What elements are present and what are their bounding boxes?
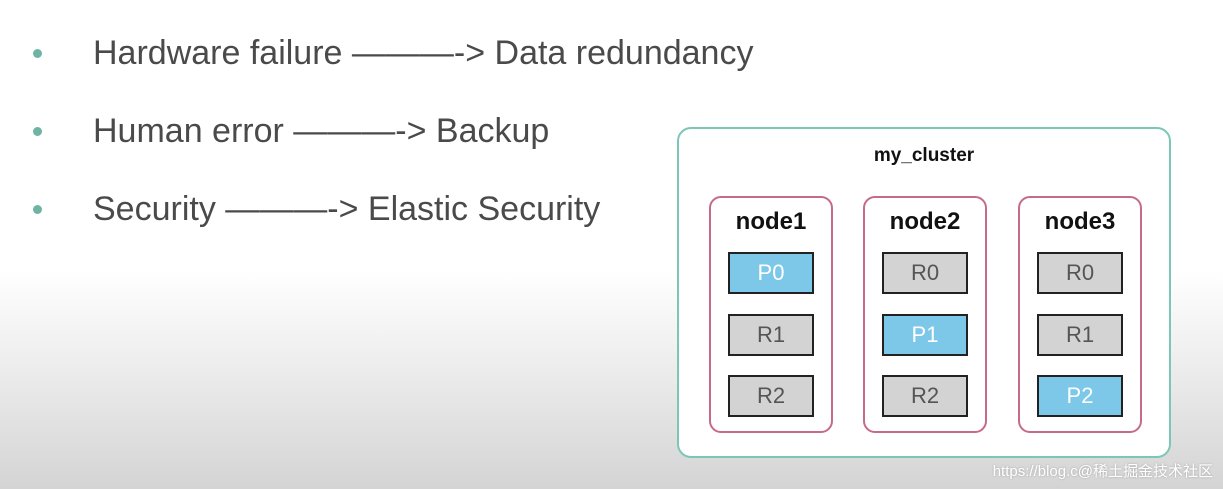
node-title: node2 — [889, 208, 961, 235]
bullet-text: Hardware failure ———-> Data redundancy — [93, 34, 754, 72]
watermark-text: https://blog.c@稀土掘金技术社区 — [992, 463, 1213, 480]
replica-shard: R2 — [728, 375, 814, 417]
bullet-dot-icon — [33, 205, 42, 214]
replica-shard: R2 — [882, 375, 968, 417]
replica-shard: R0 — [882, 252, 968, 294]
bullet-dot-icon — [33, 127, 42, 136]
primary-shard: P0 — [728, 252, 814, 294]
node-title: node3 — [1044, 208, 1116, 235]
bullet-dot-icon — [33, 49, 42, 58]
primary-shard: P1 — [882, 314, 968, 356]
node-box-node3: node3 R0 R1 P2 — [1018, 196, 1142, 433]
node-title: node1 — [735, 208, 807, 235]
replica-shard: R1 — [728, 314, 814, 356]
bullet-text: Security ———-> Elastic Security — [93, 190, 601, 228]
node-box-node1: node1 P0 R1 R2 — [709, 196, 833, 433]
bullet-text: Human error ———-> Backup — [93, 112, 550, 150]
primary-shard: P2 — [1037, 375, 1123, 417]
replica-shard: R0 — [1037, 252, 1123, 294]
replica-shard: R1 — [1037, 314, 1123, 356]
cluster-box: my_cluster node1 P0 R1 R2 node2 R0 P1 R2… — [677, 127, 1171, 458]
cluster-title: my_cluster — [873, 145, 975, 166]
node-box-node2: node2 R0 P1 R2 — [863, 196, 987, 433]
